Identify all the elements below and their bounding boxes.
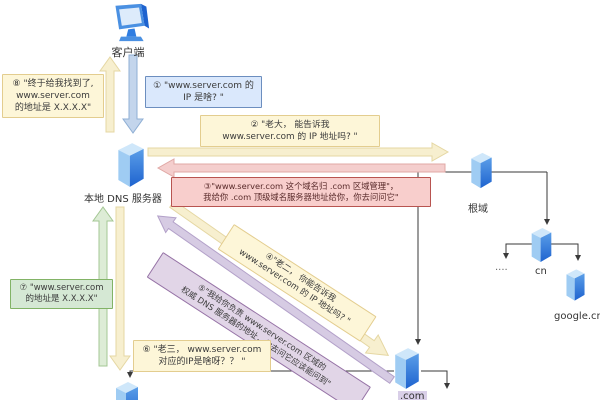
server-box-icon bbox=[531, 228, 552, 262]
server-box-icon bbox=[395, 348, 419, 389]
bubble-text: ③"www.server.com 这个域名归 .com 区域管理"， bbox=[203, 181, 399, 191]
server-box-icon bbox=[566, 269, 585, 301]
bubble-text: 的地址是 X.X.X.X" bbox=[14, 103, 92, 113]
arrow-localdns-to-root bbox=[147, 142, 450, 162]
node-label-root: 根域 bbox=[468, 204, 488, 215]
bubble-text: ① "www.server.com 的 bbox=[153, 81, 254, 91]
speech-bubble-step2: ② "老大， 能告诉我 www.server.com 的 IP 地址吗? " bbox=[200, 115, 380, 147]
arrow-localdns-to-auth bbox=[109, 206, 131, 371]
speech-bubble-step1: ① "www.server.com 的 IP 是啥? " bbox=[145, 76, 262, 108]
bubble-text: ⑧ "终于给我找到了, bbox=[12, 79, 94, 89]
bubble-text: www.server.com bbox=[16, 91, 90, 101]
node-label-google-cn: google.cn bbox=[554, 311, 600, 322]
node-label-com: .com bbox=[398, 391, 427, 400]
desktop-computer-icon bbox=[115, 3, 150, 42]
bubble-text: 对应的IP是啥呀？？ " bbox=[158, 357, 246, 367]
node-label-dots: .... bbox=[495, 262, 508, 273]
bubble-text: IP 是啥? " bbox=[183, 93, 224, 103]
arrow-com-to-localdns bbox=[156, 215, 395, 384]
arrow-localdns-to-client bbox=[99, 56, 121, 133]
node-label-cn: cn bbox=[535, 266, 547, 277]
arrow-client-to-localdns bbox=[122, 54, 144, 134]
bubble-text: www.server.com 的 IP 地址吗? " bbox=[222, 132, 358, 142]
bubble-text: ⑦ "www.server.com bbox=[19, 283, 104, 293]
server-box-icon bbox=[118, 143, 144, 187]
speech-bubble-step3: ③"www.server.com 这个域名归 .com 区域管理"， 我给你 .… bbox=[171, 177, 431, 207]
speech-bubble-step6: ⑥ "老三， www.server.com 对应的IP是啥呀？？ " bbox=[133, 340, 271, 372]
node-label-client: 客户端 bbox=[111, 46, 145, 59]
bubble-text: 的地址是 X.X.X.X" bbox=[25, 294, 98, 304]
arrow-root-to-localdns bbox=[156, 158, 446, 178]
bubble-text: 我给你 .com 顶级域名服务器地址给你，你去问问它" bbox=[203, 192, 399, 202]
server-box-icon bbox=[116, 382, 138, 400]
speech-bubble-step8: ⑧ "终于给我找到了, www.server.com 的地址是 X.X.X.X" bbox=[2, 74, 104, 118]
speech-bubble-step7: ⑦ "www.server.com 的地址是 X.X.X.X" bbox=[10, 279, 113, 309]
node-label-local-dns: 本地 DNS 服务器 bbox=[84, 194, 162, 205]
server-box-icon bbox=[471, 152, 492, 189]
bubble-text: ② "老大， 能告诉我 bbox=[250, 120, 330, 130]
bubble-text: ⑥ "老三， www.server.com bbox=[142, 345, 262, 355]
